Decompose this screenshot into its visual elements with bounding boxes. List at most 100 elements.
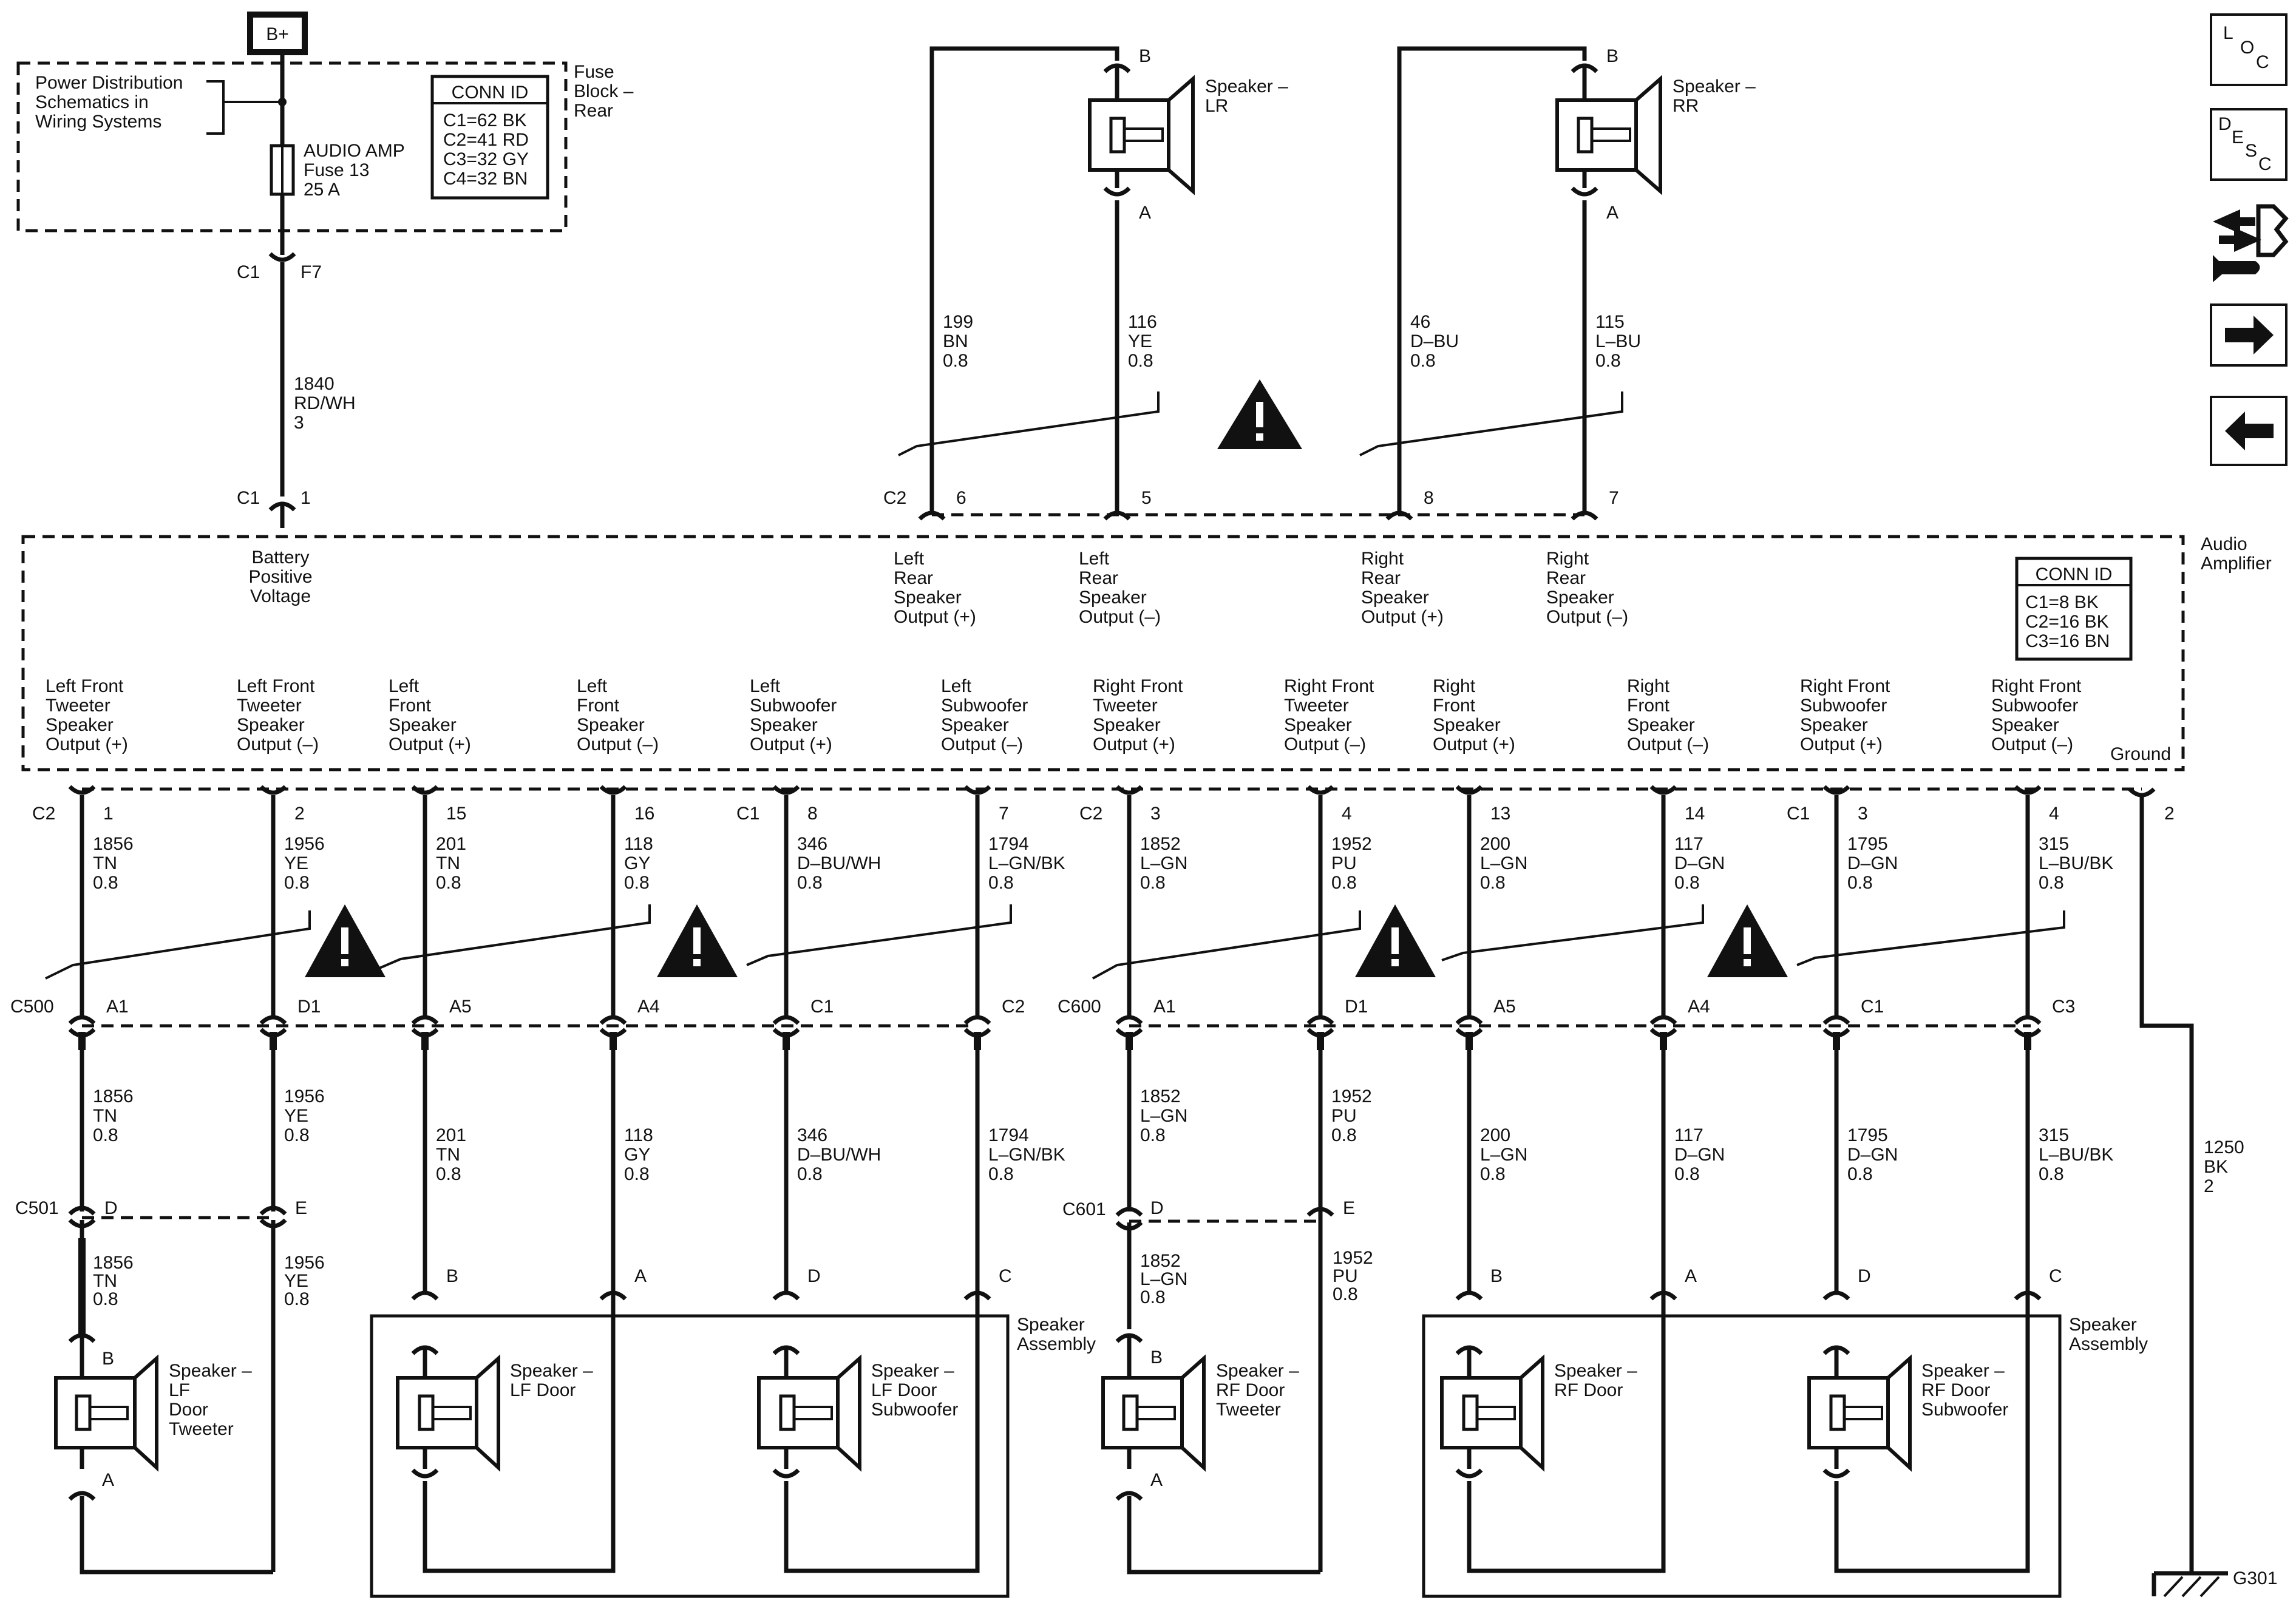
front-wire-size-lower: 0.8 [1331,1125,1357,1145]
front-wire-size: 0.8 [1480,873,1506,893]
feed-pin-top: F7 [301,262,322,282]
rf-tweeter-name-1: Speaker – [1216,1361,1299,1381]
front-wire-color: D–GN [1674,853,1725,873]
front-wire-size-lower: 0.8 [436,1164,461,1184]
rear-wire-color: YE [1128,331,1152,351]
assembly-title-1: Speaker [1017,1315,1085,1335]
rr-pin-b: B [1606,46,1618,66]
amp-conn-id-title: CONN ID [2036,564,2113,585]
front-wire-color: TN [436,853,460,873]
front-wire-num-lower: 1952 [1331,1086,1372,1107]
fuse-conn-c3: C3=32 GY [443,149,529,169]
assembly-pin-label: B [1490,1266,1503,1286]
rear-wire-size: 0.8 [1410,351,1436,371]
connector-repair-icon[interactable] [2213,204,2289,282]
lf-tweeter-name-2: LF [169,1380,190,1400]
feed-wire-size: 3 [294,413,304,433]
lr-pin-b: B [1139,46,1151,66]
nav-loc-button[interactable]: L O C [2210,13,2288,86]
front-output-label: Subwoofer [1800,696,1887,716]
feed-conn-top: C1 [237,262,260,282]
next-arrow-button[interactable] [2210,303,2288,367]
front-wire-size: 0.8 [1674,873,1700,893]
front-wire-color-lower: L–BU/BK [2039,1145,2113,1165]
front-wire-size: 0.8 [1847,873,1873,893]
caution-icon-rf-tweeter [1355,904,1436,977]
rf-tweeter-num-2: 1952 [1333,1248,1373,1268]
front-amp-pin: 15 [446,804,466,824]
front-output-label: Left Front [46,676,124,696]
front-output-label: Speaker [1800,715,1868,735]
front-output-label: Speaker [941,715,1009,735]
front-wire-size-lower: 0.8 [797,1164,823,1184]
front-output-label: Speaker [1991,715,2059,735]
fuse-conn-c1: C1=62 BK [443,110,527,130]
front-output-label: Output (–) [1627,734,1709,754]
rear-pin: 7 [1609,488,1619,508]
front-amp-conn: C1 [1787,804,1810,824]
front-output-label: Tweeter [1093,696,1158,716]
front-wire-color-lower: D–GN [1674,1145,1725,1165]
rf-tweeter-name-3: Tweeter [1216,1400,1281,1420]
front-wire-size-lower: 0.8 [93,1125,118,1145]
previous-arrow-button[interactable] [2210,396,2288,466]
front-output-label: Speaker [577,715,645,735]
lf-tweeter-pin-a: A [102,1470,114,1490]
assembly-pin-label: A [1685,1266,1697,1286]
fuse-block-title-2: Block – [574,81,634,101]
assembly-title-1: Speaker [2069,1315,2137,1335]
fuse-block-title-3: Rear [574,101,613,121]
front-wire-num: 346 [797,834,827,854]
rear-conn-label: C2 [883,488,906,508]
rf-tweeter-size-2: 0.8 [1333,1284,1358,1304]
front-wire-color: L–BU/BK [2039,853,2113,873]
power-dist-line-3: Wiring Systems [35,112,161,132]
front-wire-num-lower: 201 [436,1125,466,1145]
front-shields [45,904,2065,980]
nav-desc-button[interactable]: D E S C [2210,108,2288,181]
front-output-label: Front [1627,696,1670,716]
feed-label-3: Voltage [250,586,311,606]
assembly-title-2: Assembly [2069,1334,2148,1354]
lf-tweeter-size-1: 0.8 [93,1289,118,1309]
front-output-label: Output (–) [237,734,319,754]
loc-letter-o: O [2240,38,2254,58]
front-wire-num-lower: 1852 [1140,1086,1181,1107]
front-output-label: Output (+) [46,734,128,754]
fuse-block-title-1: Fuse [574,62,614,82]
front-wire-size: 0.8 [93,873,118,893]
ground-wire-size: 2 [2204,1176,2214,1196]
amp-conn-c3: C3=16 BN [2025,631,2110,651]
front-output-label: Left [389,676,419,696]
front-output-label: Right Front [1800,676,1890,696]
rear-output-label: Speaker [894,588,962,608]
ground-name: G301 [2233,1568,2277,1588]
fuse-number: Fuse 13 [304,160,369,180]
front-output-label: Speaker [1284,715,1352,735]
lf-tweeter-color-1: TN [93,1271,117,1291]
front-amp-pin: 2 [294,804,305,824]
front-output-label: Speaker [1093,715,1161,735]
rear-pin: 8 [1424,488,1434,508]
front-wire-num-lower: 1794 [988,1125,1029,1145]
loc-letter-l: L [2223,23,2233,43]
front-output-label: Output (–) [941,734,1023,754]
inline-pin: A1 [106,997,129,1017]
front-amp-pin: 4 [1342,804,1352,824]
inline-conn-label: C600 [1058,997,1101,1017]
ground-circuit: 2 1250 BK 2 G301 [2128,787,2277,1598]
amp-conn-c1: C1=8 BK [2025,592,2099,612]
rear-output-label: Left [1079,549,1110,569]
rf-tweeter-conn: C601 [1062,1199,1106,1219]
front-wire-color: L–GN/BK [988,853,1065,873]
front-amp-conn: C2 [1079,804,1102,824]
rf-tweeter-pin-b: B [1150,1347,1163,1368]
front-wire-size-lower: 0.8 [1480,1164,1506,1184]
assembly-sub-name-2: LF Door [871,1380,937,1400]
front-amp-pin: 3 [1858,804,1868,824]
rear-wire-size: 0.8 [943,351,968,371]
front-output-label: Right Front [1991,676,2082,696]
front-wire-num-lower: 1856 [93,1086,134,1107]
